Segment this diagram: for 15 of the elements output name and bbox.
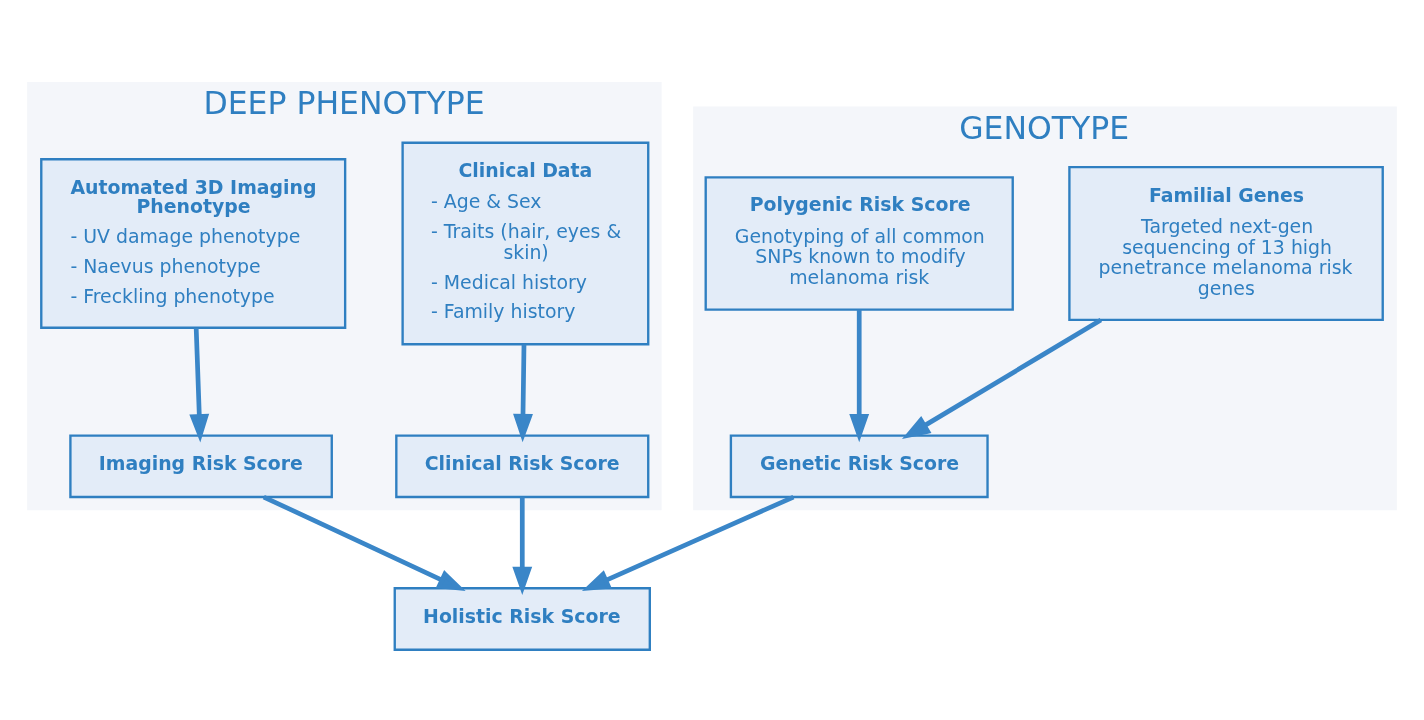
arrow bbox=[581, 494, 795, 591]
node-box: Genetic Risk Score bbox=[729, 434, 989, 499]
arrow bbox=[901, 318, 1103, 440]
arrow bbox=[189, 328, 210, 443]
node-box: Imaging Risk Score bbox=[69, 434, 333, 499]
arrow bbox=[512, 497, 533, 596]
node-box: Clinical Data - Age & Sex - Traits (hair, eyes & skin) - Medical history - Family history bbox=[401, 141, 650, 346]
node-box: Polygenic Risk Score Genotyping of all common SNPs known to modify melanoma risk bbox=[704, 176, 1014, 311]
arrow bbox=[849, 309, 870, 443]
arrow bbox=[513, 344, 533, 443]
node-box: Automated 3D Imaging Phenotype - UV damage phenotype - Naevus phenotype - Freckling phenotype bbox=[40, 158, 347, 329]
node-box: Clinical Risk Score bbox=[395, 434, 650, 499]
node-box: Holistic Risk Score bbox=[393, 587, 651, 651]
node-box: Familial Genes Targeted next-gen sequencing of 13 high penetrance melanoma risk genes bbox=[1068, 165, 1384, 322]
arrow bbox=[262, 494, 466, 592]
